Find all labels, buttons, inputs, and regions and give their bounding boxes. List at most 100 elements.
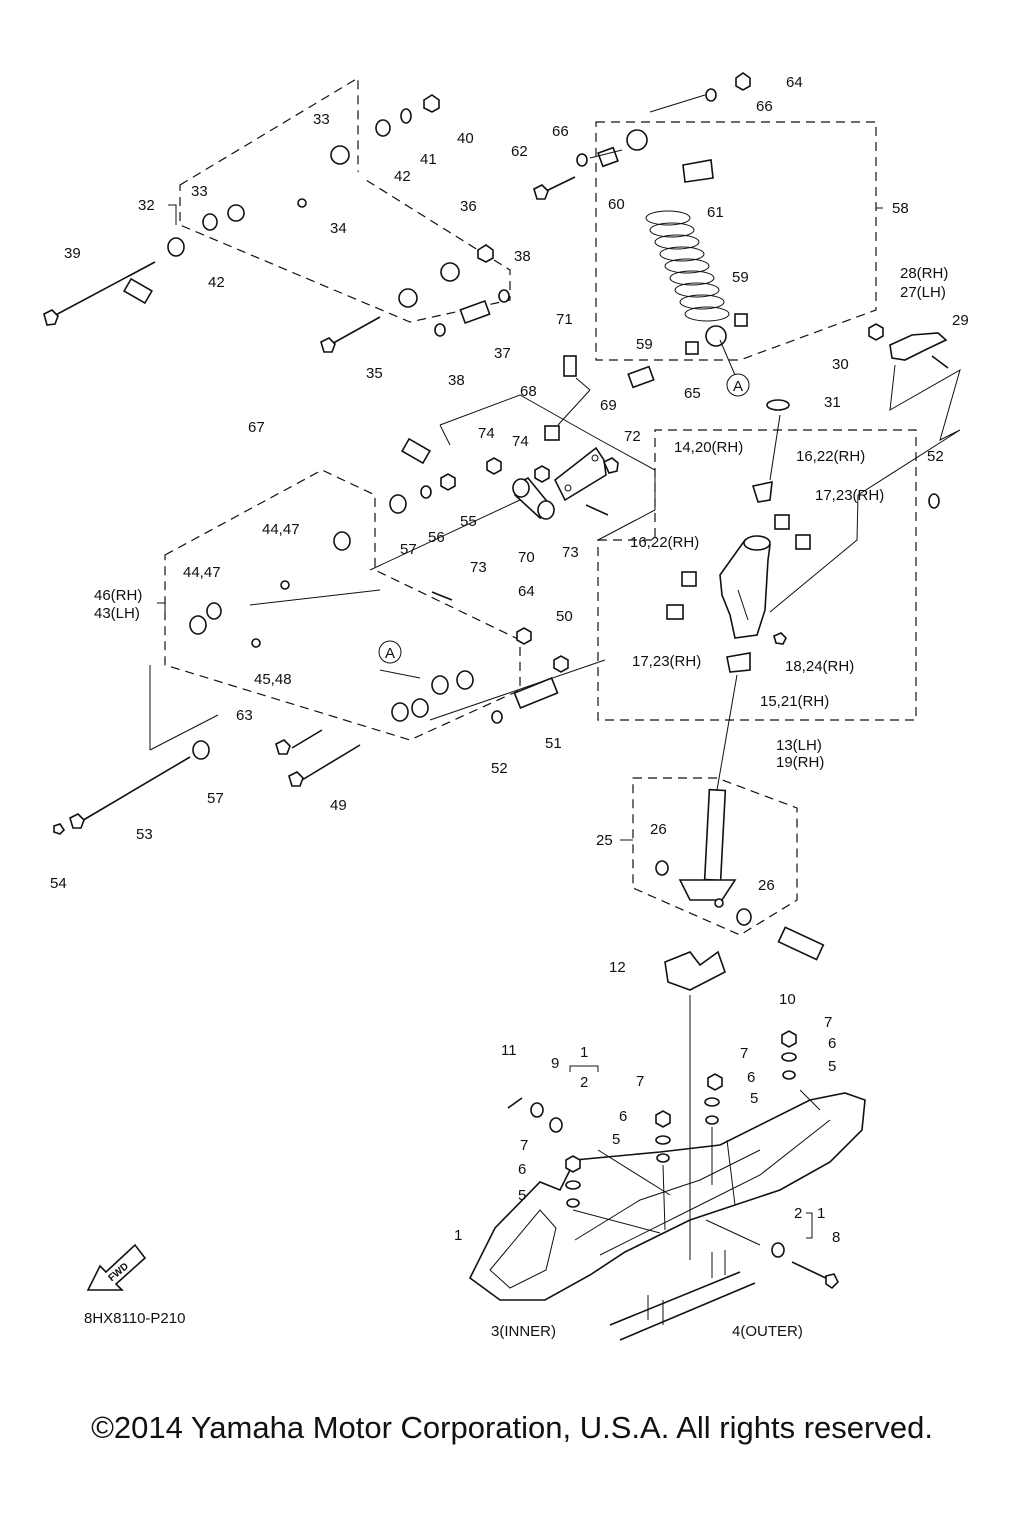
steering-knuckle xyxy=(666,399,940,673)
callout-8: 8 xyxy=(832,1229,840,1246)
callout-61: 61 xyxy=(707,204,724,221)
callout-60: 60 xyxy=(608,196,625,213)
callout-74: 74 xyxy=(512,433,529,450)
callout-41: 41 xyxy=(420,151,437,168)
callout-7: 7 xyxy=(740,1045,748,1062)
callout-73: 73 xyxy=(470,559,487,576)
drive-shaft xyxy=(123,277,431,465)
callout-67: 67 xyxy=(248,419,265,436)
callout-50: 50 xyxy=(556,608,573,625)
steering-arm-27-28 xyxy=(868,323,949,369)
shock-group-outline xyxy=(595,121,877,361)
callout-29: 29 xyxy=(952,312,969,329)
callout-49: 49 xyxy=(330,797,347,814)
callout-45-48: 45,48 xyxy=(254,671,292,688)
lower-arm-hardware xyxy=(53,473,569,835)
callout-35: 35 xyxy=(366,365,383,382)
callout-37: 37 xyxy=(494,345,511,362)
callout-28-rh: 28(RH) xyxy=(900,265,948,282)
callout-68: 68 xyxy=(520,383,537,400)
callout-5: 5 xyxy=(750,1090,758,1107)
callout-17-23: 17,23(RH) xyxy=(632,653,701,670)
callout-16-22: 16,22(RH) xyxy=(630,534,699,551)
callout-63: 63 xyxy=(236,707,253,724)
callout-33: 33 xyxy=(313,111,330,128)
callout-7: 7 xyxy=(636,1073,644,1090)
ref-a-label: A xyxy=(733,378,743,395)
callout-42: 42 xyxy=(394,168,411,185)
callout-6: 6 xyxy=(828,1035,836,1052)
callout-5: 5 xyxy=(518,1187,526,1204)
callout-38: 38 xyxy=(514,248,531,265)
spindle-shaft xyxy=(655,788,825,991)
callout-4-outer: 4(OUTER) xyxy=(732,1323,803,1340)
callout-46-rh: 46(RH) xyxy=(94,587,142,604)
callout-44-47: 44,47 xyxy=(262,521,300,538)
upper-arm-hardware xyxy=(167,94,510,337)
callout-6: 6 xyxy=(747,1069,755,1086)
callout-34: 34 xyxy=(330,220,347,237)
callout-2: 2 xyxy=(580,1074,588,1091)
parts-diagram: FWD 64 66 66 62 60 61 58 59 59 65 xyxy=(43,72,969,1341)
callout-59: 59 xyxy=(636,336,653,353)
callout-36: 36 xyxy=(460,198,477,215)
callout-15-21: 15,21(RH) xyxy=(760,693,829,710)
callout-72: 72 xyxy=(624,428,641,445)
knuckle-link-line xyxy=(769,364,961,613)
callout-71: 71 xyxy=(556,311,573,328)
upper-a-arm xyxy=(209,145,460,308)
callout-5: 5 xyxy=(612,1131,620,1148)
callout-26: 26 xyxy=(650,821,667,838)
steering-arm-group-outline xyxy=(632,777,798,936)
upper-arm-bolts xyxy=(43,261,381,353)
callout-57: 57 xyxy=(207,790,224,807)
callout-66: 66 xyxy=(552,123,569,140)
callout-40: 40 xyxy=(457,130,474,147)
callout-1: 1 xyxy=(580,1044,588,1061)
callout-7: 7 xyxy=(824,1014,832,1031)
callout-31: 31 xyxy=(824,394,841,411)
callout-73: 73 xyxy=(562,544,579,561)
callout-52: 52 xyxy=(927,448,944,465)
callout-69: 69 xyxy=(600,397,617,414)
callout-59: 59 xyxy=(732,269,749,286)
lower-a-arm xyxy=(189,531,474,722)
callout-16-22: 16,22(RH) xyxy=(796,448,865,465)
callout-18-24: 18,24(RH) xyxy=(785,658,854,675)
leader-lines xyxy=(149,94,821,1260)
callout-25: 25 xyxy=(596,832,613,849)
callout-1: 1 xyxy=(454,1227,462,1244)
callout-26: 26 xyxy=(758,877,775,894)
diagram-code: 8HX8110-P210 xyxy=(84,1310,186,1327)
callout-11: 11 xyxy=(501,1042,517,1059)
callout-3-inner: 3(INNER) xyxy=(491,1323,556,1340)
callout-70: 70 xyxy=(518,549,535,566)
ski-hardware xyxy=(507,1030,839,1290)
callout-19-rh: 19(RH) xyxy=(776,754,824,771)
callout-54: 54 xyxy=(50,875,67,892)
copyright-notice: ©2014 Yamaha Motor Corporation, U.S.A. A… xyxy=(91,1410,933,1445)
callout-58: 58 xyxy=(892,200,909,217)
callout-66: 66 xyxy=(756,98,773,115)
callout-38: 38 xyxy=(448,372,465,389)
ski xyxy=(468,1092,866,1341)
shock-spring xyxy=(645,210,730,322)
callout-17-23: 17,23(RH) xyxy=(815,487,884,504)
callout-1: 1 xyxy=(817,1205,825,1222)
ref-a-circle xyxy=(378,640,402,664)
ref-a-circle xyxy=(726,373,750,397)
callout-9: 9 xyxy=(551,1055,559,1072)
callout-64: 64 xyxy=(786,74,803,91)
callout-brackets xyxy=(157,204,883,1239)
callout-13-lh: 13(LH) xyxy=(776,737,822,754)
callout-6: 6 xyxy=(518,1161,526,1178)
shock-absorber xyxy=(626,129,731,347)
callout-32: 32 xyxy=(138,197,155,214)
callout-12: 12 xyxy=(609,959,626,976)
shock-hardware xyxy=(533,72,751,389)
callout-57: 57 xyxy=(400,541,417,558)
callout-7: 7 xyxy=(520,1137,528,1154)
callout-53: 53 xyxy=(136,826,153,843)
callout-64: 64 xyxy=(518,583,535,600)
callout-42: 42 xyxy=(208,274,225,291)
